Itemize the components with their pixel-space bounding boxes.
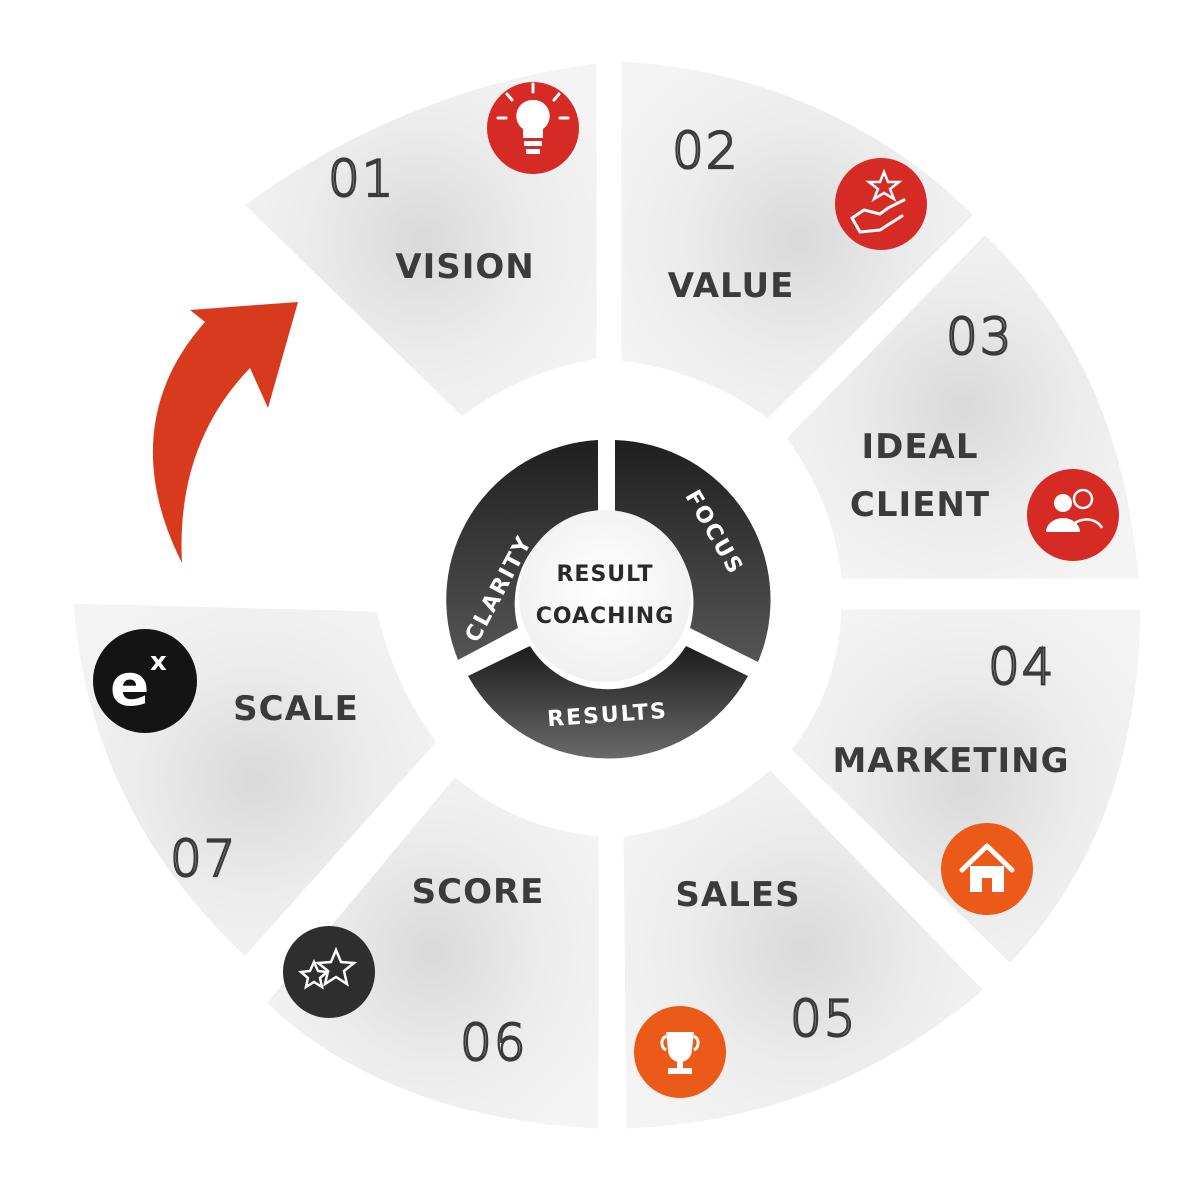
step-02-label: VALUE bbox=[668, 266, 795, 306]
step-07-label: SCALE bbox=[233, 689, 359, 729]
ring-segment-clarity bbox=[446, 440, 598, 660]
segment-01-vision: 01 VISION bbox=[240, 60, 600, 420]
step-06-label: SCORE bbox=[412, 872, 545, 912]
ring-segment-results bbox=[468, 646, 748, 759]
trophy-icon bbox=[634, 1006, 726, 1098]
step-04-label: MARKETING bbox=[832, 741, 1069, 781]
step-06-number: 06 bbox=[460, 1014, 528, 1072]
step-03-number: 03 bbox=[946, 308, 1014, 366]
lightbulb-icon bbox=[487, 82, 579, 174]
cycle-arrow bbox=[152, 302, 298, 563]
hub-title-line1: RESULT bbox=[556, 562, 653, 587]
step-03-label-line2: CLIENT bbox=[850, 485, 990, 525]
segment-05-sales: 05 SALES bbox=[620, 765, 988, 1132]
hub-title-line2: COACHING bbox=[536, 604, 675, 629]
step-07-number: 07 bbox=[170, 830, 238, 888]
segment-03-ideal-client: 03 IDEAL CLIENT bbox=[783, 230, 1142, 582]
central-hub: RESULT COACHING CLARITY FOCUS RESULTS bbox=[446, 440, 771, 759]
hand-star-icon bbox=[835, 158, 927, 250]
step-04-number: 04 bbox=[988, 638, 1056, 696]
segment-02-value: 02 VALUE bbox=[618, 58, 978, 422]
step-01-label: VISION bbox=[395, 247, 534, 287]
step-01-number: 01 bbox=[328, 150, 396, 208]
stars-icon bbox=[283, 926, 375, 1018]
ex-logo: e x bbox=[93, 629, 197, 733]
users-icon bbox=[1027, 469, 1119, 561]
step-05-number: 05 bbox=[790, 990, 858, 1048]
ring-segment-focus bbox=[615, 440, 771, 662]
step-02-number: 02 bbox=[672, 122, 740, 180]
segment-07-scale: 07 SCALE e x bbox=[70, 600, 440, 961]
home-icon bbox=[941, 823, 1033, 915]
segment-04-marketing: 04 MARKETING bbox=[788, 606, 1144, 968]
segment-06-score: 06 SCORE bbox=[262, 772, 602, 1132]
step-05-label: SALES bbox=[675, 875, 800, 915]
svg-text:x: x bbox=[150, 647, 167, 677]
hub-center bbox=[519, 510, 691, 682]
step-03-label-line1: IDEAL bbox=[861, 427, 978, 467]
svg-text:e: e bbox=[110, 651, 149, 719]
